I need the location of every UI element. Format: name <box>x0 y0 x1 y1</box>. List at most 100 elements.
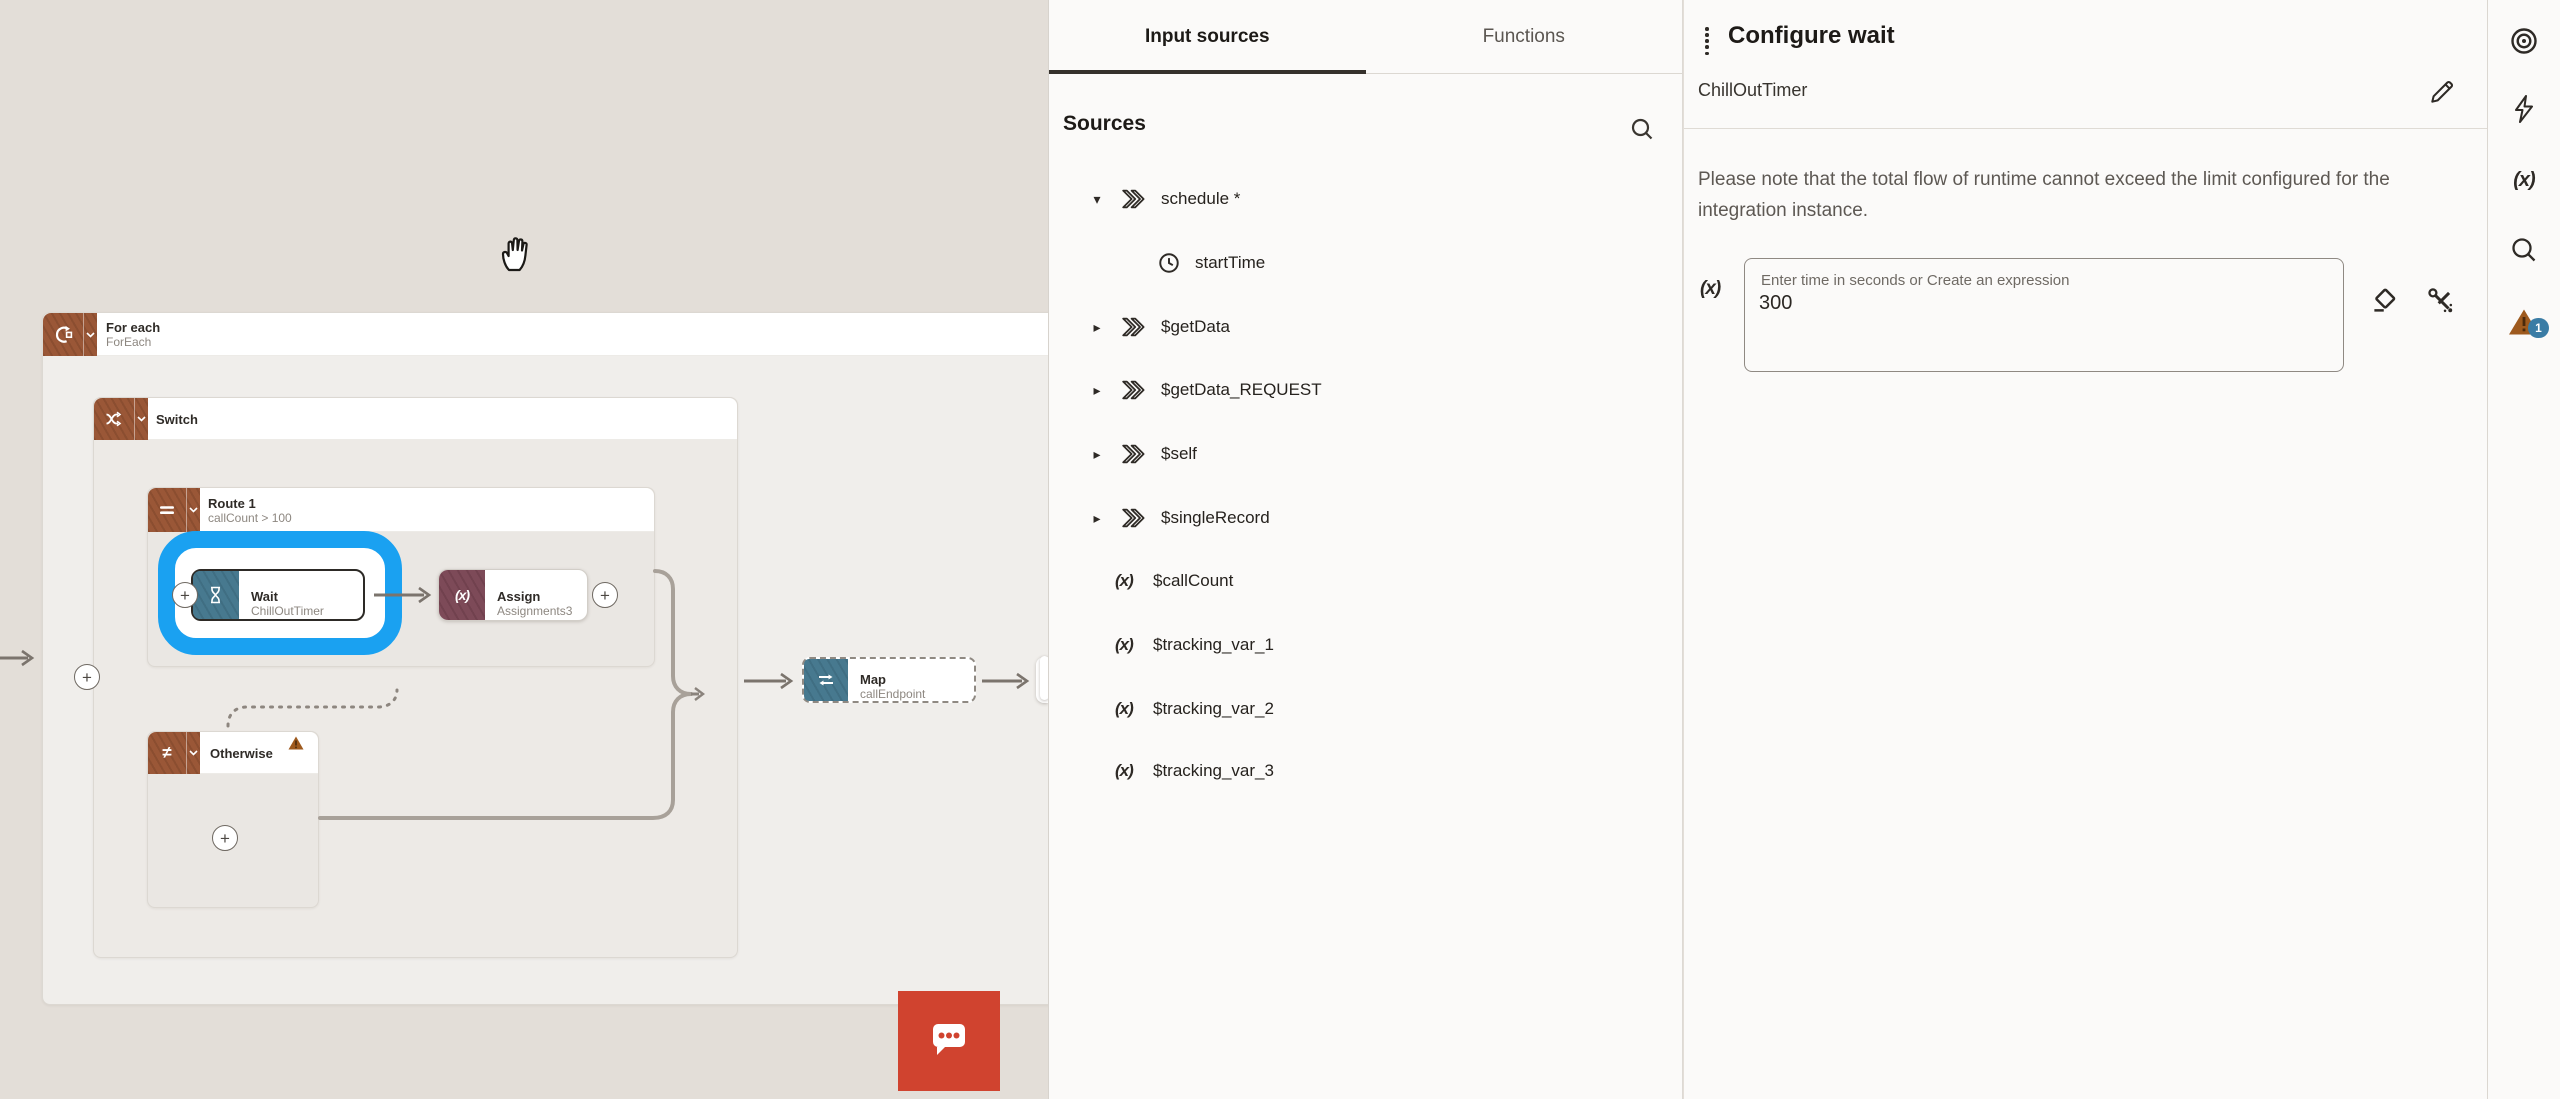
map-icon <box>804 659 848 701</box>
chevron-right-icon[interactable]: ▸ <box>1093 318 1101 335</box>
chevron-down-icon[interactable] <box>186 488 200 532</box>
otherwise-icon[interactable]: ≠ <box>148 732 200 774</box>
tree-item-schedule[interactable]: ▾ schedule * <box>1049 179 1682 219</box>
tab-input-sources[interactable]: Input sources <box>1049 0 1366 74</box>
variable-x-icon: (x) <box>1115 699 1134 718</box>
payload-icon <box>1119 187 1149 211</box>
route1-condition: callCount > 100 <box>208 510 292 525</box>
expression-builder-button[interactable] <box>2422 282 2460 320</box>
clear-value-button[interactable] <box>2366 282 2404 320</box>
wait-time-input[interactable] <box>1759 292 2319 315</box>
switch-header[interactable] <box>94 398 737 440</box>
actions-button[interactable] <box>2504 89 2544 129</box>
chevron-down-icon[interactable]: ▾ <box>1093 190 1101 207</box>
configure-wait-panel: Configure wait ChillOutTimer Please note… <box>1684 0 2487 1099</box>
switch-branch-icon <box>94 398 134 440</box>
add-route-button[interactable]: + <box>74 664 100 690</box>
sources-heading: Sources <box>1063 112 1146 135</box>
panel-title: Configure wait <box>1728 22 1895 49</box>
clock-icon <box>1157 251 1181 275</box>
pencil-icon <box>2428 78 2456 106</box>
expression-type-icon: (x) <box>1700 278 1721 299</box>
variable-x-icon: (x) <box>454 587 470 603</box>
runtime-limit-note: Please note that the total flow of runti… <box>1698 169 2390 221</box>
tree-item-tracking-var-2[interactable]: (x) $tracking_var_2 <box>1115 699 1274 718</box>
bullseye-icon <box>2509 26 2539 56</box>
switch-icon[interactable] <box>94 398 148 440</box>
hand-grab-cursor <box>498 234 532 272</box>
search-icon <box>2510 236 2538 264</box>
input-sources-panel: Input sources Functions Sources ▾ schedu… <box>1048 0 1683 1099</box>
wait-time-field[interactable]: Enter time in seconds or Create an expre… <box>1744 258 2344 372</box>
tree-item-callcount[interactable]: (x) $callCount <box>1115 571 1234 590</box>
chevron-right-icon[interactable]: ▸ <box>1093 381 1101 398</box>
tree-item-singlerecord[interactable]: ▸ $singleRecord <box>1049 498 1682 538</box>
variable-x-icon: (x) <box>1115 761 1134 780</box>
foreach-subtitle: ForEach <box>106 335 152 349</box>
wait-node[interactable]: Wait ChillOutTimer <box>191 569 365 621</box>
target-button[interactable] <box>2504 21 2544 61</box>
otherwise-title: Otherwise <box>210 745 273 761</box>
map-arrows-icon <box>804 659 848 701</box>
not-equal-icon: ≠ <box>162 743 172 762</box>
tree-item-tracking-var-3[interactable]: (x) $tracking_var_3 <box>1115 761 1274 780</box>
variables-button[interactable]: (x) <box>2504 160 2544 200</box>
crossed-tools-icon <box>2426 286 2456 316</box>
hourglass-icon <box>193 571 239 619</box>
chevron-right-icon[interactable]: ▸ <box>1093 445 1101 462</box>
payload-icon <box>1119 315 1149 339</box>
chat-bubble-icon <box>926 1020 972 1062</box>
route1-icon[interactable] <box>148 488 200 532</box>
wait-title: Wait <box>251 588 278 604</box>
header-divider <box>1684 128 2487 129</box>
wait-icon <box>193 571 239 619</box>
switch-title: Switch <box>156 411 198 427</box>
variable-x-icon: (x) <box>1115 635 1134 654</box>
variable-x-icon: (x) <box>1115 571 1134 590</box>
mapper-tabbar: Input sources Functions <box>1049 0 1682 74</box>
panel-resize-handle[interactable] <box>1040 656 1048 700</box>
right-toolbar: (x) 1 <box>2487 0 2560 1099</box>
payload-icon <box>1119 378 1149 402</box>
flow-canvas[interactable]: For each ForEach Switch Route 1 callCoun… <box>0 0 1048 1099</box>
chat-feedback-button[interactable] <box>898 991 1000 1091</box>
eraser-icon <box>2370 286 2400 316</box>
tree-item-getdata-request[interactable]: ▸ $getData_REQUEST <box>1049 370 1682 410</box>
tree-item-self[interactable]: ▸ $self <box>1049 434 1682 474</box>
assign-icon: (x) <box>439 570 485 620</box>
warning-count-badge[interactable]: 1 <box>2528 318 2549 338</box>
foreach-icon[interactable] <box>43 313 97 356</box>
add-step-before-wait-button[interactable]: + <box>172 582 198 608</box>
edit-name-button[interactable] <box>2424 74 2460 110</box>
add-step-after-assign-button[interactable]: + <box>592 582 618 608</box>
chevron-right-icon[interactable]: ▸ <box>1093 509 1101 526</box>
map-subtitle: callEndpoint <box>860 686 926 701</box>
wait-subtitle: ChillOutTimer <box>251 603 324 618</box>
loop-icon <box>43 313 83 356</box>
wait-time-field-label: Enter time in seconds or Create an expre… <box>1761 272 2070 289</box>
search-icon <box>1629 116 1655 142</box>
foreach-header[interactable] <box>43 313 1048 356</box>
variable-x-icon: (x) <box>2513 168 2535 191</box>
chevron-down-icon[interactable] <box>186 732 200 774</box>
map-node[interactable]: Map callEndpoint <box>802 657 976 703</box>
map-title: Map <box>860 671 886 687</box>
assign-title: Assign <box>497 588 541 604</box>
route1-title: Route 1 <box>208 495 256 511</box>
search-button[interactable] <box>2504 230 2544 270</box>
tree-item-starttime[interactable]: startTime <box>1049 243 1682 283</box>
search-sources-button[interactable] <box>1625 112 1659 146</box>
add-step-in-otherwise-button[interactable]: + <box>212 825 238 851</box>
chevron-down-icon[interactable] <box>83 313 97 356</box>
payload-icon <box>1119 442 1149 466</box>
tree-item-tracking-var-1[interactable]: (x) $tracking_var_1 <box>1115 635 1274 654</box>
route1-header[interactable] <box>148 488 654 532</box>
drag-handle-icon[interactable] <box>1700 24 1714 58</box>
payload-icon <box>1119 506 1149 530</box>
tab-functions[interactable]: Functions <box>1482 25 1565 47</box>
lightning-icon <box>2512 95 2536 123</box>
tree-item-getdata[interactable]: ▸ $getData <box>1049 307 1682 347</box>
assign-node[interactable]: (x) Assign Assignments3 <box>438 569 588 621</box>
foreach-title: For each <box>106 320 161 335</box>
chevron-down-icon[interactable] <box>134 398 148 440</box>
